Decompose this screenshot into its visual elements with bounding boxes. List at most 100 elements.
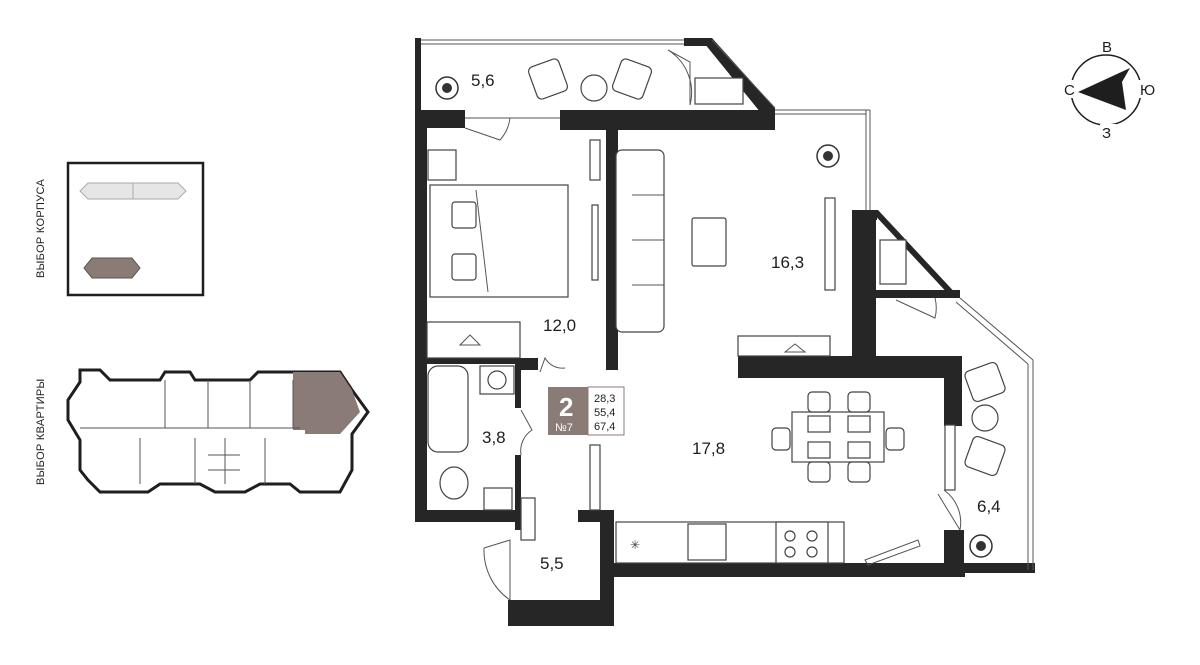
compass-mask-s (1100, 124, 1116, 140)
badge-area-total: 55,4 (594, 407, 615, 419)
burner-3 (784, 546, 796, 558)
apartment-selector-label: ВЫБОР КВАРТИРЫ (35, 378, 47, 485)
badge-areas-box (587, 386, 625, 436)
apartment-selector (66, 368, 370, 494)
wall-top-bedroom-left (415, 110, 465, 128)
doors (464, 49, 962, 601)
chair-3 (807, 461, 831, 483)
area-bedroom: 12,0 (543, 316, 576, 335)
area-kitchen-dining: 17,8 (692, 439, 725, 458)
apartment-badge: 2 №7 28,3 55,4 67,4 (548, 386, 625, 436)
wall-bath-top (427, 358, 522, 364)
wall-balcony-bottom (965, 563, 1035, 573)
chair-4 (847, 461, 871, 483)
kitchen-sink (687, 523, 727, 561)
walls (415, 38, 1035, 626)
desk-right (879, 239, 907, 285)
shelf-bedroom (589, 139, 601, 181)
compass-south-label: Ю (1140, 82, 1155, 99)
wall-hall-bottom (508, 600, 613, 626)
wall-balcony-right-lower (944, 530, 964, 575)
tv-living (824, 197, 836, 291)
double-bed (429, 184, 569, 298)
coffee-table (691, 217, 727, 267)
sink-bathroom (483, 487, 513, 511)
cooktop (775, 521, 829, 564)
balcony-right-table (971, 404, 999, 432)
wall-balcony-top-corner (684, 38, 710, 46)
door-bedroom[interactable] (539, 356, 566, 373)
compass-mask-n (1098, 38, 1116, 54)
compass-mask-e (1136, 80, 1158, 98)
burner-1 (784, 530, 796, 542)
door-closet-right[interactable] (895, 297, 937, 319)
wall-balcony-left (415, 38, 421, 118)
plate-4 (847, 441, 871, 459)
door-balcony-top[interactable] (667, 49, 693, 106)
chair-6 (885, 427, 905, 451)
apartment-7-selected[interactable] (293, 372, 360, 434)
area-hall: 5,5 (540, 554, 564, 573)
building-selector-label: ВЫБОР КОРПУСА (35, 179, 47, 278)
furniture: ✳ (426, 58, 1006, 566)
door-bedroom-balcony[interactable] (464, 117, 511, 141)
hanger-icon (458, 334, 482, 346)
area-bathroom: 3,8 (482, 428, 506, 447)
compass-east-label: В (1102, 39, 1112, 56)
wall-bedroom-living (606, 110, 618, 370)
rail-diag-top (711, 39, 776, 109)
wall-kitchen-bottom (600, 563, 965, 577)
rail-right-diagonal-1 (959, 297, 1034, 361)
compass-west-label: З (1102, 125, 1111, 142)
plant-center (442, 83, 452, 93)
badge-area-with-balcony: 67,4 (594, 421, 615, 433)
badge-area-living: 28,3 (594, 393, 615, 405)
area-balcony-top: 5,6 (471, 71, 495, 90)
nightstand (427, 149, 457, 181)
compass-mask-w (1062, 80, 1078, 98)
chair-5 (771, 427, 791, 451)
wall-bath-bottom (415, 510, 521, 522)
balcony-right-chair-1 (964, 361, 1006, 403)
building-selector (66, 161, 205, 297)
kitchen-bar-stand (864, 539, 921, 566)
wall-top-middle (560, 110, 775, 130)
door-bathroom[interactable] (520, 409, 533, 456)
burner-4 (806, 546, 818, 558)
wall-balcony-right-upper (944, 356, 962, 426)
door-entrance[interactable] (483, 539, 511, 601)
plate-2 (847, 415, 871, 433)
building-option-2-selected[interactable] (83, 257, 141, 279)
hanger-living-icon (783, 343, 807, 353)
wardrobe-living (737, 335, 831, 357)
door-balcony-right[interactable] (937, 489, 962, 532)
shelf-kitchen (589, 444, 601, 511)
plant-living-center (823, 151, 833, 161)
plate-3 (807, 441, 831, 459)
chair-2 (847, 391, 871, 413)
compass-needle-icon (1078, 68, 1130, 110)
wall-living-window-top (855, 210, 877, 220)
fridge-snowflake-icon: ✳ (630, 538, 640, 552)
wall-hall-top-stub (578, 510, 614, 522)
pillow-1 (451, 201, 477, 229)
compass: В З С Ю (1062, 38, 1158, 142)
wall-living-kitchen (738, 356, 876, 378)
bathtub (427, 365, 469, 453)
balcony-rails (421, 39, 1034, 570)
badge-rooms: 2 (559, 392, 573, 422)
wall-bath-right (515, 358, 521, 408)
compass-north-label: С (1064, 82, 1075, 99)
wall-right-diagonal (870, 210, 960, 298)
area-balcony-right: 6,4 (977, 497, 1001, 516)
balcony-chair-1 (527, 58, 569, 100)
wardrobe-bedroom (426, 321, 521, 359)
shelf-balcony-wall (944, 424, 956, 491)
rail-right-diagonal-2 (955, 301, 1029, 365)
toilet (439, 466, 469, 500)
wall-bath-right-lower (515, 455, 521, 530)
balcony-bench (694, 77, 744, 105)
badge-number: №7 (555, 422, 573, 434)
wall-bedroom-bottom-stub (520, 358, 538, 370)
